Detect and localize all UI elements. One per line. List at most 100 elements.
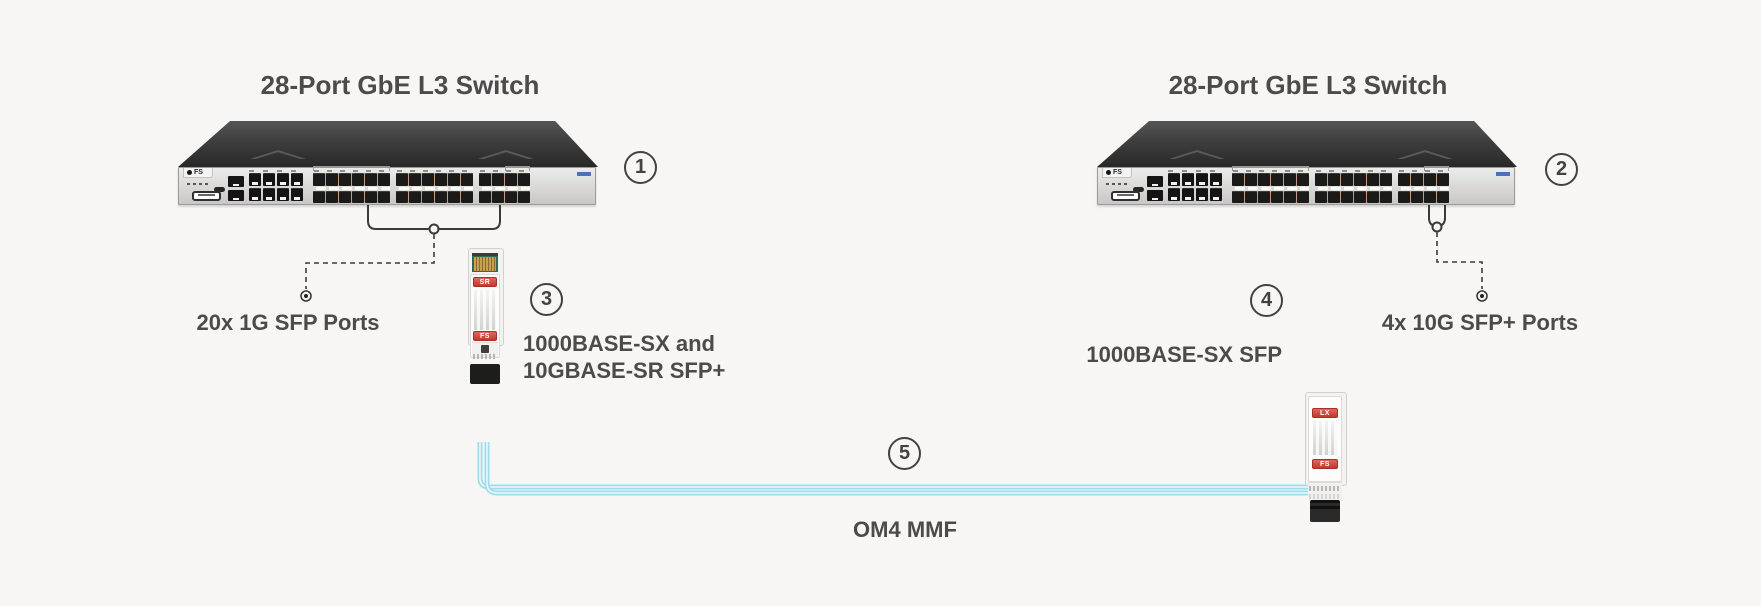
sfp-port [461, 173, 473, 186]
sfp-port [313, 191, 325, 203]
rj45-port [263, 173, 275, 186]
sfp-port [1398, 173, 1410, 186]
brand-logo: FS [183, 168, 213, 178]
rj45-port [228, 176, 244, 187]
rj45-port [249, 188, 261, 201]
sfp-port [378, 191, 390, 203]
switch-2-port-bracket [1428, 205, 1446, 233]
label-transceiver-4: 1000BASE-SX SFP [1086, 342, 1282, 367]
callout-4: 4 [1250, 284, 1283, 317]
latch-section [472, 342, 498, 359]
sfp-label-strip [396, 186, 473, 191]
label-1g-sfp-ports: 20x 1G SFP Ports [196, 310, 380, 335]
sfp-row-top [479, 173, 530, 186]
vent-chevron-icon [478, 150, 534, 159]
sfp-port [1284, 173, 1296, 186]
sfp-port [1367, 191, 1379, 203]
rj45-port [277, 173, 289, 186]
sfp-port [1284, 191, 1296, 203]
sfp-port [1271, 191, 1283, 203]
callout-5: 5 [888, 437, 921, 470]
gold-edge-connector [472, 253, 498, 272]
callout-3: 3 [530, 283, 563, 316]
sfp-row-top [1398, 173, 1449, 186]
model-label [1496, 172, 1510, 176]
sfp-port [1354, 191, 1366, 203]
rj45-port [1182, 173, 1194, 186]
label-cable: OM4 MMF [853, 517, 957, 542]
sfp-port [365, 173, 377, 186]
switch-2-title: 28-Port GbE L3 Switch [1168, 70, 1448, 100]
reset-button [1133, 187, 1144, 192]
sfp-port [409, 173, 421, 186]
rj45-port [291, 188, 303, 201]
transceiver-sfp: LX FS [1303, 392, 1347, 524]
sfp-row-bottom [396, 191, 473, 203]
sfp-port [1341, 173, 1353, 186]
sfp-port [339, 173, 351, 186]
transceiver-sfp-plus: SR FS [466, 246, 504, 388]
rj45-port [1168, 173, 1180, 186]
status-leds [1106, 183, 1130, 185]
sfp-row-top [396, 173, 473, 186]
sfp-port [1380, 191, 1392, 203]
sfp-port [1380, 173, 1392, 186]
sfp-label-strip [1315, 186, 1392, 191]
sfp-port-group-3 [479, 166, 530, 203]
switch-2-chassis: FS [1097, 121, 1517, 207]
label-10g-sfp-ports: 4x 10G SFP+ Ports [1381, 310, 1579, 335]
sfp-port [1315, 173, 1327, 186]
sfp-port [1411, 173, 1423, 186]
rj45-port [249, 173, 261, 186]
vent-chevron-icon [1397, 150, 1453, 159]
switch-1-port-bracket [367, 205, 501, 235]
vent-chevron-icon [250, 150, 306, 159]
sfp-port [313, 173, 325, 186]
sfp-port [1232, 191, 1244, 203]
switch-1-title: 28-Port GbE L3 Switch [260, 70, 540, 100]
sfp-port [396, 173, 408, 186]
sfp-port [448, 173, 460, 186]
sfp-port [435, 191, 447, 203]
rj45-port [1210, 188, 1222, 201]
leader-line-1g-sfp [300, 234, 435, 302]
sfp-row-top [1315, 173, 1392, 186]
sfp-port [396, 191, 408, 203]
sfp-port [435, 173, 447, 186]
leader-line-10g-sfp [1436, 232, 1488, 302]
sfp-row-bottom [479, 191, 530, 203]
sfp-port [1398, 191, 1410, 203]
switch-front-panel: FS [1097, 166, 1515, 205]
rj45-port [1147, 176, 1163, 187]
brand-text: FS [194, 169, 203, 176]
latch-teeth [1309, 494, 1341, 499]
sfp-port [1328, 173, 1340, 186]
rj45-port [1196, 173, 1208, 186]
rj45-port [263, 188, 275, 201]
rj45-port [277, 188, 289, 201]
sfp-label-strip [313, 186, 390, 191]
fs-logo-icon [187, 170, 192, 175]
sfp-port [1437, 173, 1449, 186]
rj45-port-block [1168, 170, 1222, 201]
latch-section [1308, 482, 1342, 501]
sfp-port [422, 191, 434, 203]
usb-port [1111, 191, 1140, 201]
sfp-label-strip [479, 186, 530, 191]
sfp-port [1232, 173, 1244, 186]
sfp-port [378, 173, 390, 186]
fs-logo-icon [1106, 170, 1111, 175]
sfp-port [1258, 173, 1270, 186]
heatsink-stripes [474, 290, 496, 330]
sfp-row-bottom [1398, 191, 1449, 203]
sfp-port [518, 191, 530, 203]
sfp-port [479, 173, 491, 186]
sfp-port [326, 173, 338, 186]
label-line-1: 1000BASE-SX and [523, 331, 715, 356]
rj45-port [1168, 188, 1180, 201]
latch-bail [481, 345, 489, 353]
management-ports [228, 176, 244, 201]
rj45-port-block [249, 170, 303, 201]
sfp-row-top [313, 173, 390, 186]
